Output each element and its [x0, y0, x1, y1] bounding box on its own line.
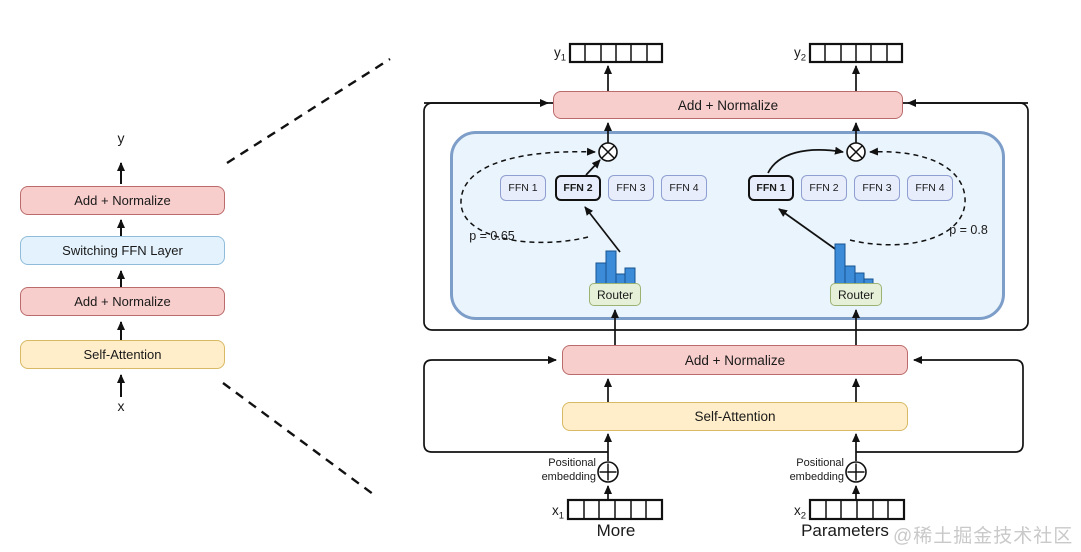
router-histogram-right	[834, 243, 877, 285]
left-switching-ffn-layer: Switching FFN Layer	[20, 236, 225, 265]
zoom-dashed-connectors	[222, 57, 391, 498]
switching-ffn-container	[450, 131, 1005, 320]
positional-embedding-label-left: Positional embedding	[541, 457, 596, 484]
right-self-attention: Self-Attention	[562, 402, 908, 431]
multiply-icon	[846, 142, 866, 162]
expert-ffn4-right: FFN 4	[907, 175, 953, 201]
flow-arrows	[604, 65, 860, 499]
input-token-grid-1	[566, 498, 664, 521]
left-add-normalize-top: Add + Normalize	[20, 186, 225, 215]
plus-icon	[597, 461, 619, 483]
left-input-label: x	[117, 398, 125, 414]
positional-embedding-label-right: Positional embedding	[789, 457, 844, 484]
expert-ffn2-right: FFN 2	[801, 175, 847, 201]
probability-label-left: p = 0.65	[469, 229, 515, 243]
expert-ffn1-left: FFN 1	[500, 175, 546, 201]
left-add-normalize-bottom: Add + Normalize	[20, 287, 225, 316]
mid-add-normalize: Add + Normalize	[562, 345, 908, 375]
output-token-grid-1	[568, 42, 664, 64]
expert-ffn3-right: FFN 3	[854, 175, 900, 201]
watermark: @稀土掘金技术社区	[893, 526, 1074, 547]
output-token-grid-2	[808, 42, 904, 64]
input-token-label-x1: x1	[551, 503, 564, 522]
router-right: Router	[830, 283, 882, 306]
plus-icon	[845, 461, 867, 483]
expert-ffn2-left-selected: FFN 2	[555, 175, 601, 201]
expert-ffn4-left: FFN 4	[661, 175, 707, 201]
top-residual-frame	[423, 99, 1029, 331]
input-token-label-x2: x2	[793, 503, 806, 522]
expert-ffn3-left: FFN 3	[608, 175, 654, 201]
top-add-normalize: Add + Normalize	[553, 91, 903, 119]
router-histogram-left	[595, 250, 636, 285]
input-token-grid-2	[808, 498, 906, 521]
bottom-residual-hooks	[423, 356, 1024, 453]
output-token-label-y2: y2	[793, 45, 806, 64]
left-output-label: y	[117, 130, 125, 146]
multiply-icon	[598, 142, 618, 162]
probability-dashed-arcs	[460, 147, 966, 246]
caption-more: More	[596, 521, 636, 540]
routing-arrows	[584, 146, 844, 253]
left-self-attention: Self-Attention	[20, 340, 225, 369]
output-token-label-y1: y1	[553, 45, 566, 64]
expert-ffn1-right-selected: FFN 1	[748, 175, 794, 201]
caption-parameters: Parameters	[801, 521, 889, 540]
router-left: Router	[589, 283, 641, 306]
probability-label-right: p = 0.8	[949, 223, 988, 237]
